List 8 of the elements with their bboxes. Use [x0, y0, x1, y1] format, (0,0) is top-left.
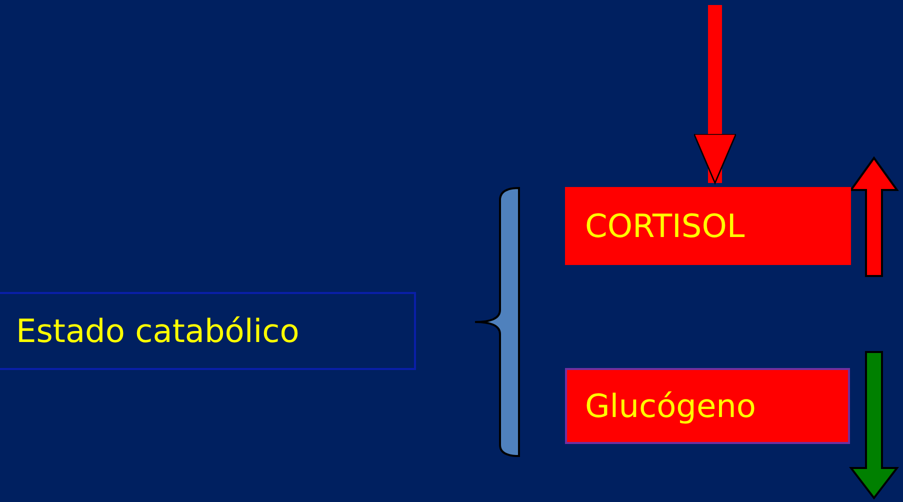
arrow	[693, 5, 737, 184]
label-box	[0, 292, 416, 370]
node-text: Estado catabólico	[16, 312, 300, 350]
curly-bracket	[474, 187, 521, 458]
hormone-box	[565, 187, 851, 265]
node-text: Glucógeno	[585, 387, 756, 425]
metabolite-box	[565, 368, 850, 444]
node-text: CORTISOL	[585, 207, 745, 245]
